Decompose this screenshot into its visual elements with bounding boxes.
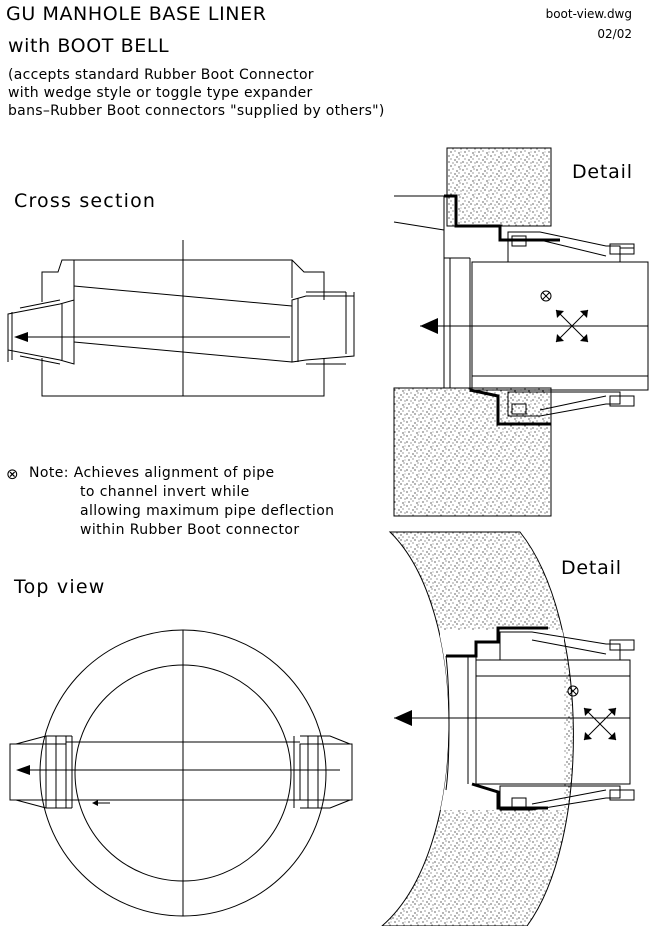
- upper-concrete-top: [446, 147, 552, 227]
- title-line-2: with BOOT BELL: [8, 35, 169, 57]
- note-line-1: Note: Achieves alignment of pipe: [29, 465, 275, 481]
- left-boot-connector: [7, 299, 75, 365]
- lower-boot-top: [499, 631, 621, 661]
- title-line-1: GU MANHOLE BASE LINER: [6, 3, 267, 25]
- right-boot-connector: [291, 295, 355, 363]
- pipe-top-edge: [73, 285, 293, 307]
- lower-deflection-arrows: [584, 708, 616, 740]
- cross-section-flow-arrow: [14, 332, 28, 342]
- note-line-3: allowing maximum pipe deflection: [80, 503, 334, 519]
- subtitle-line-1: (accepts standard Rubber Boot Connector: [8, 67, 314, 83]
- upper-deflection-arrows: [556, 310, 588, 342]
- cross-section-view: [7, 240, 355, 397]
- note-symbol: ⊗: [6, 465, 19, 483]
- pipe-bottom-edge: [73, 341, 293, 363]
- subtitle-line-2: with wedge style or toggle type expander: [8, 85, 313, 101]
- top-view-flow-arrow: [16, 765, 30, 775]
- top-view-label: Top view: [13, 576, 105, 598]
- top-view-left-boot: [9, 743, 67, 801]
- lower-detail-view: [381, 531, 635, 926]
- note-line-4: within Rubber Boot connector: [80, 522, 299, 538]
- upper-boot-bottom: [507, 391, 621, 417]
- top-view: [9, 629, 353, 917]
- top-view-right-boot: [299, 743, 353, 801]
- sheet-number: 02/02: [597, 27, 632, 41]
- detail-upper-label: Detail: [572, 161, 633, 183]
- upper-detail-view: [393, 147, 649, 517]
- note-line-2: to channel invert while: [80, 484, 250, 500]
- cross-section-label: Cross section: [14, 190, 156, 212]
- top-view-small-arrow: [92, 800, 110, 806]
- subtitle-line-3: bans–Rubber Boot connectors "supplied by…: [8, 103, 385, 119]
- lower-detail-flow-arrow: [394, 710, 412, 726]
- lower-deflection-symbol: [567, 685, 617, 741]
- base-liner-outline: [41, 259, 75, 302]
- lower-boot-bottom: [499, 785, 621, 811]
- upper-boot-top: [507, 231, 621, 263]
- detail-lower-label: Detail: [561, 557, 622, 579]
- upper-deflection-symbol: [540, 290, 589, 343]
- upper-concrete-bottom: [393, 387, 552, 517]
- upper-detail-flow-arrow: [420, 318, 438, 334]
- file-name: boot-view.dwg: [546, 7, 632, 21]
